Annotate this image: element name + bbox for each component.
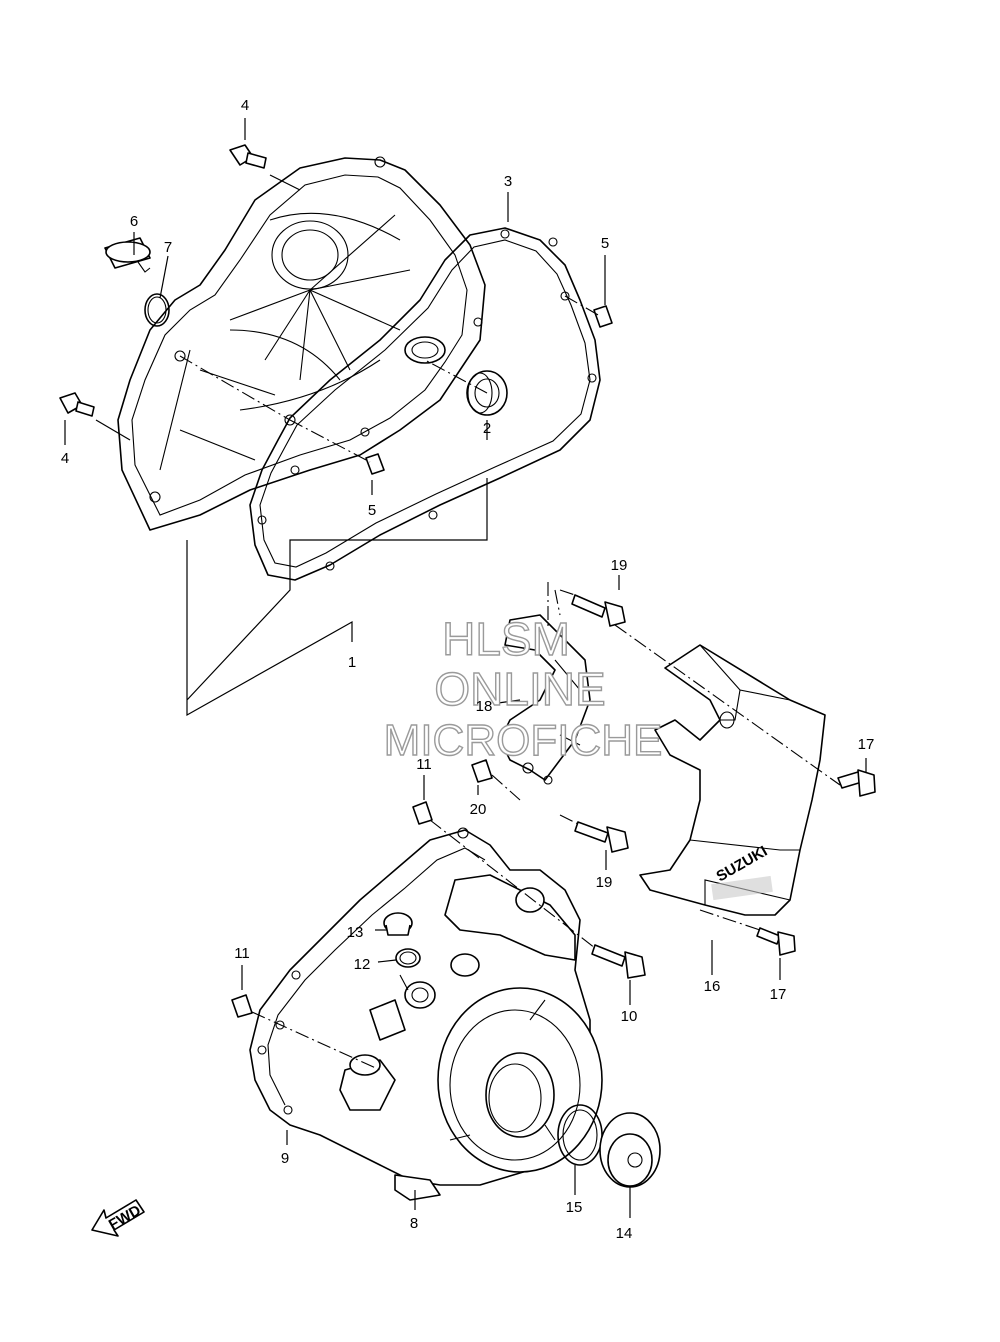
watermark-line-1: HLSM [442, 613, 570, 665]
cap-14 [599, 1112, 661, 1188]
cover-guard-16: SUZUKI [639, 644, 826, 916]
callout-9: 9 [281, 1150, 289, 1167]
plug-13 [383, 912, 413, 936]
bolt-17-bottom [756, 927, 796, 956]
bolt-4-top [229, 144, 267, 169]
fwd-arrow-icon: FWD [91, 1199, 145, 1237]
callout-11-left: 11 [234, 945, 250, 962]
callout-19-bottom: 19 [596, 874, 613, 891]
callout-3: 3 [504, 173, 512, 190]
callout-7: 7 [164, 239, 172, 256]
dowel-pin-5-right [593, 305, 613, 328]
bolt-19-top [571, 594, 626, 627]
dowel-pin-5-center [365, 453, 385, 475]
dowel-pin-11-left [231, 994, 253, 1018]
callout-17-bottom: 17 [770, 986, 787, 1003]
bolt-4-left [59, 392, 95, 417]
callout-labels: 4 3 6 7 5 2 4 5 19 1 18 17 11 20 19 13 1… [61, 97, 875, 1242]
callout-14: 14 [616, 1225, 633, 1242]
watermark-line-2: ONLINE [434, 663, 605, 715]
callout-18: 18 [476, 698, 493, 715]
bolt-19-bottom [574, 821, 629, 853]
callout-12: 12 [354, 956, 371, 973]
callout-10: 10 [621, 1008, 638, 1025]
generator-cover [249, 827, 603, 1201]
o-ring-12 [395, 948, 421, 968]
oil-filler-cap [104, 237, 151, 273]
callout-1: 1 [348, 654, 356, 671]
callout-8: 8 [410, 1215, 418, 1232]
callout-16: 16 [704, 978, 721, 995]
callout-11-top: 11 [416, 756, 432, 773]
callout-6: 6 [130, 213, 138, 230]
bolt-10 [591, 944, 646, 979]
bolt-17-right [837, 769, 876, 797]
callout-5-right: 5 [601, 235, 609, 252]
dowel-pin-20 [471, 759, 493, 783]
clutch-cover [117, 156, 486, 531]
callout-17-right: 17 [858, 736, 875, 753]
callout-4-left: 4 [61, 450, 69, 467]
bracket-18 [499, 614, 591, 785]
o-ring-7 [144, 293, 170, 327]
leader-lines [64, 118, 867, 1218]
alignment-lines [179, 295, 841, 1071]
watermark: HLSM ONLINE MICROFICHE [383, 612, 663, 765]
callout-19-top: 19 [611, 557, 628, 574]
callout-5-center: 5 [368, 502, 376, 519]
callout-2: 2 [483, 420, 491, 437]
callout-4-top: 4 [241, 97, 249, 114]
callout-20: 20 [470, 801, 487, 818]
callout-15: 15 [566, 1199, 583, 1216]
gasket [249, 227, 601, 581]
dowel-pin-11-top [412, 801, 433, 825]
watermark-line-3: MICROFICHE [384, 716, 663, 765]
callout-13: 13 [347, 924, 364, 941]
